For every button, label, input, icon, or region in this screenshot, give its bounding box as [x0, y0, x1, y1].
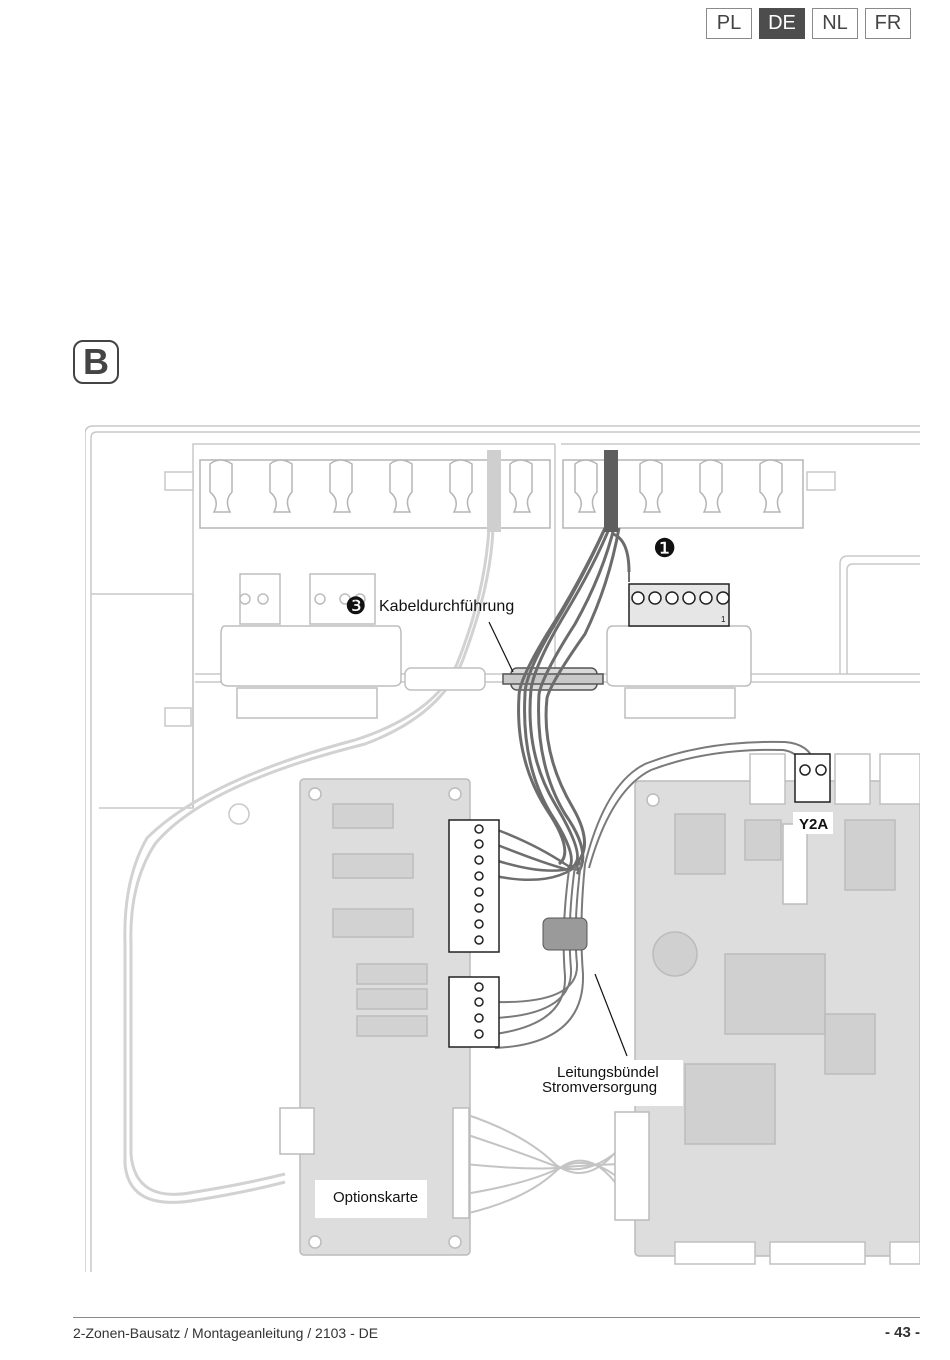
kabeldurchfuehrung-label: Kabeldurchführung: [379, 598, 514, 615]
bundle-label-box: [533, 1060, 683, 1106]
y2a-label-box: [793, 812, 833, 834]
bundle-label-line1: Leitungsbündel: [557, 1064, 659, 1081]
lang-tab-nl[interactable]: NL: [812, 8, 858, 39]
left-terminal-block: [220, 573, 402, 719]
wiring-figure: 1 ❶ ❸ Kabeldurchführung Y2A Leitungsbünd…: [85, 424, 920, 1272]
optionskarte-box: [315, 1180, 427, 1218]
board-top-terminals: [749, 753, 920, 805]
optionskarte-label: Optionskarte: [333, 1189, 418, 1206]
flat-harness: [464, 1113, 636, 1215]
right-connector-housing: [606, 625, 752, 719]
language-tabs: PL DE NL FR: [706, 8, 911, 39]
callout-marker-1: ❶: [653, 533, 676, 563]
footer-rule: [73, 1317, 920, 1318]
y2a-label: Y2A: [799, 816, 828, 833]
terminal-pin-label: 1: [721, 615, 726, 624]
section-badge: B: [73, 340, 119, 384]
main-board: [634, 780, 920, 1257]
option-card-upper-plug: [448, 819, 500, 953]
cable-sleeve: [604, 450, 618, 532]
housing-frame: [85, 425, 920, 1272]
y2a-wire: [584, 740, 816, 869]
option-card: [299, 778, 471, 1256]
lang-tab-fr[interactable]: FR: [865, 8, 911, 39]
terminal-strip: [628, 583, 730, 627]
cable-bundle: [517, 450, 631, 875]
lang-tab-pl[interactable]: PL: [706, 8, 752, 39]
cable-tie: [542, 917, 588, 951]
harness-connectors: [279, 1107, 650, 1221]
footer-page-number: - 43 -: [884, 1324, 920, 1341]
y2a-terminal: [794, 753, 831, 803]
callout-marker-3: ❸: [345, 593, 367, 620]
footer-document-title: 2-Zonen-Bausatz / Montageanleitung / 210…: [73, 1325, 379, 1341]
lang-tab-de[interactable]: DE: [759, 8, 805, 39]
cable-gland-row: [199, 459, 804, 529]
faded-cable: [123, 454, 495, 1204]
board-bottom-connectors: [674, 1241, 920, 1265]
leader-lines: [488, 572, 630, 1057]
cable-grommet: [404, 667, 604, 691]
lower-plug-wires: [494, 861, 586, 1049]
bundle-label-line2: Stromversorgung: [542, 1079, 657, 1096]
faded-cable-sleeve: [487, 450, 501, 532]
option-card-lower-plug: [448, 976, 500, 1048]
